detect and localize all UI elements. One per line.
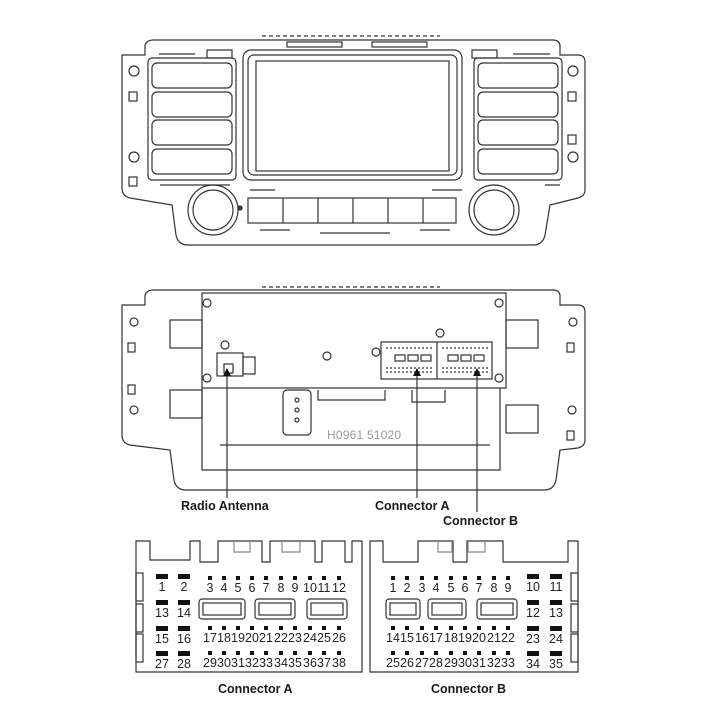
- pin: 25: [317, 626, 331, 645]
- pin: 9: [288, 576, 302, 595]
- pin: 28: [429, 651, 443, 670]
- pin: 37: [317, 651, 331, 670]
- pin: 21: [487, 626, 501, 645]
- pin: 4: [429, 576, 443, 595]
- pin: 4: [217, 576, 231, 595]
- pin: 15: [153, 626, 171, 646]
- connector-b-title: Connector B: [431, 682, 506, 696]
- pin: 7: [259, 576, 273, 595]
- pin: 29: [203, 651, 217, 670]
- pin: 20: [472, 626, 486, 645]
- pin: 32: [245, 651, 259, 670]
- pin: 22: [274, 626, 288, 645]
- pin: 14: [175, 600, 193, 620]
- pin: 35: [288, 651, 302, 670]
- pin: 8: [487, 576, 501, 595]
- pin: 11: [547, 574, 565, 594]
- pin: 29: [444, 651, 458, 670]
- pin: 1: [386, 576, 400, 595]
- pin: 6: [245, 576, 259, 595]
- pin: 11: [317, 576, 331, 595]
- pin: 3: [415, 576, 429, 595]
- pin: 34: [274, 651, 288, 670]
- pin: 12: [524, 600, 542, 620]
- pin: 13: [547, 600, 565, 620]
- pin: 36: [303, 651, 317, 670]
- pin: 38: [332, 651, 346, 670]
- pin: 17: [203, 626, 217, 645]
- callout-connector-b: Connector B: [443, 514, 518, 528]
- pin: 23: [288, 626, 302, 645]
- callout-connector-a: Connector A: [375, 499, 450, 513]
- pin: 24: [303, 626, 317, 645]
- pin: 31: [472, 651, 486, 670]
- pin: 9: [501, 576, 515, 595]
- pin: 15: [400, 626, 414, 645]
- pin: 10: [524, 574, 542, 594]
- pin: 16: [175, 626, 193, 646]
- pin: 33: [501, 651, 515, 670]
- pin: 35: [547, 651, 565, 671]
- pin: 21: [259, 626, 273, 645]
- pin: 5: [231, 576, 245, 595]
- pin: 20: [245, 626, 259, 645]
- pin: 31: [231, 651, 245, 670]
- pin: 32: [487, 651, 501, 670]
- pin: 2: [177, 574, 191, 594]
- pin: 33: [259, 651, 273, 670]
- pin: 14: [386, 626, 400, 645]
- pin: 19: [458, 626, 472, 645]
- pin: 30: [217, 651, 231, 670]
- pin: 18: [217, 626, 231, 645]
- pin: 19: [231, 626, 245, 645]
- callout-radio-antenna: Radio Antenna: [181, 499, 269, 513]
- pin: 27: [415, 651, 429, 670]
- pin: 27: [153, 651, 171, 671]
- pin: 13: [153, 600, 171, 620]
- pin: 17: [429, 626, 443, 645]
- pin: 26: [332, 626, 346, 645]
- pin: 26: [400, 651, 414, 670]
- pin: 5: [444, 576, 458, 595]
- pin: 30: [458, 651, 472, 670]
- connector-a-title: Connector A: [218, 682, 293, 696]
- pin: 34: [524, 651, 542, 671]
- pin: 6: [458, 576, 472, 595]
- pin: 12: [332, 576, 346, 595]
- pin: 7: [472, 576, 486, 595]
- pin: 18: [444, 626, 458, 645]
- pin: 16: [415, 626, 429, 645]
- pin: 2: [400, 576, 414, 595]
- pin: 10: [303, 576, 317, 595]
- pin: 22: [501, 626, 515, 645]
- pin: 25: [386, 651, 400, 670]
- pin: 24: [547, 626, 565, 646]
- pin: 23: [524, 626, 542, 646]
- pin: 3: [203, 576, 217, 595]
- pin: 1: [155, 574, 169, 594]
- pin: 8: [274, 576, 288, 595]
- part-number: H0961 51020: [327, 428, 402, 442]
- pin: 28: [175, 651, 193, 671]
